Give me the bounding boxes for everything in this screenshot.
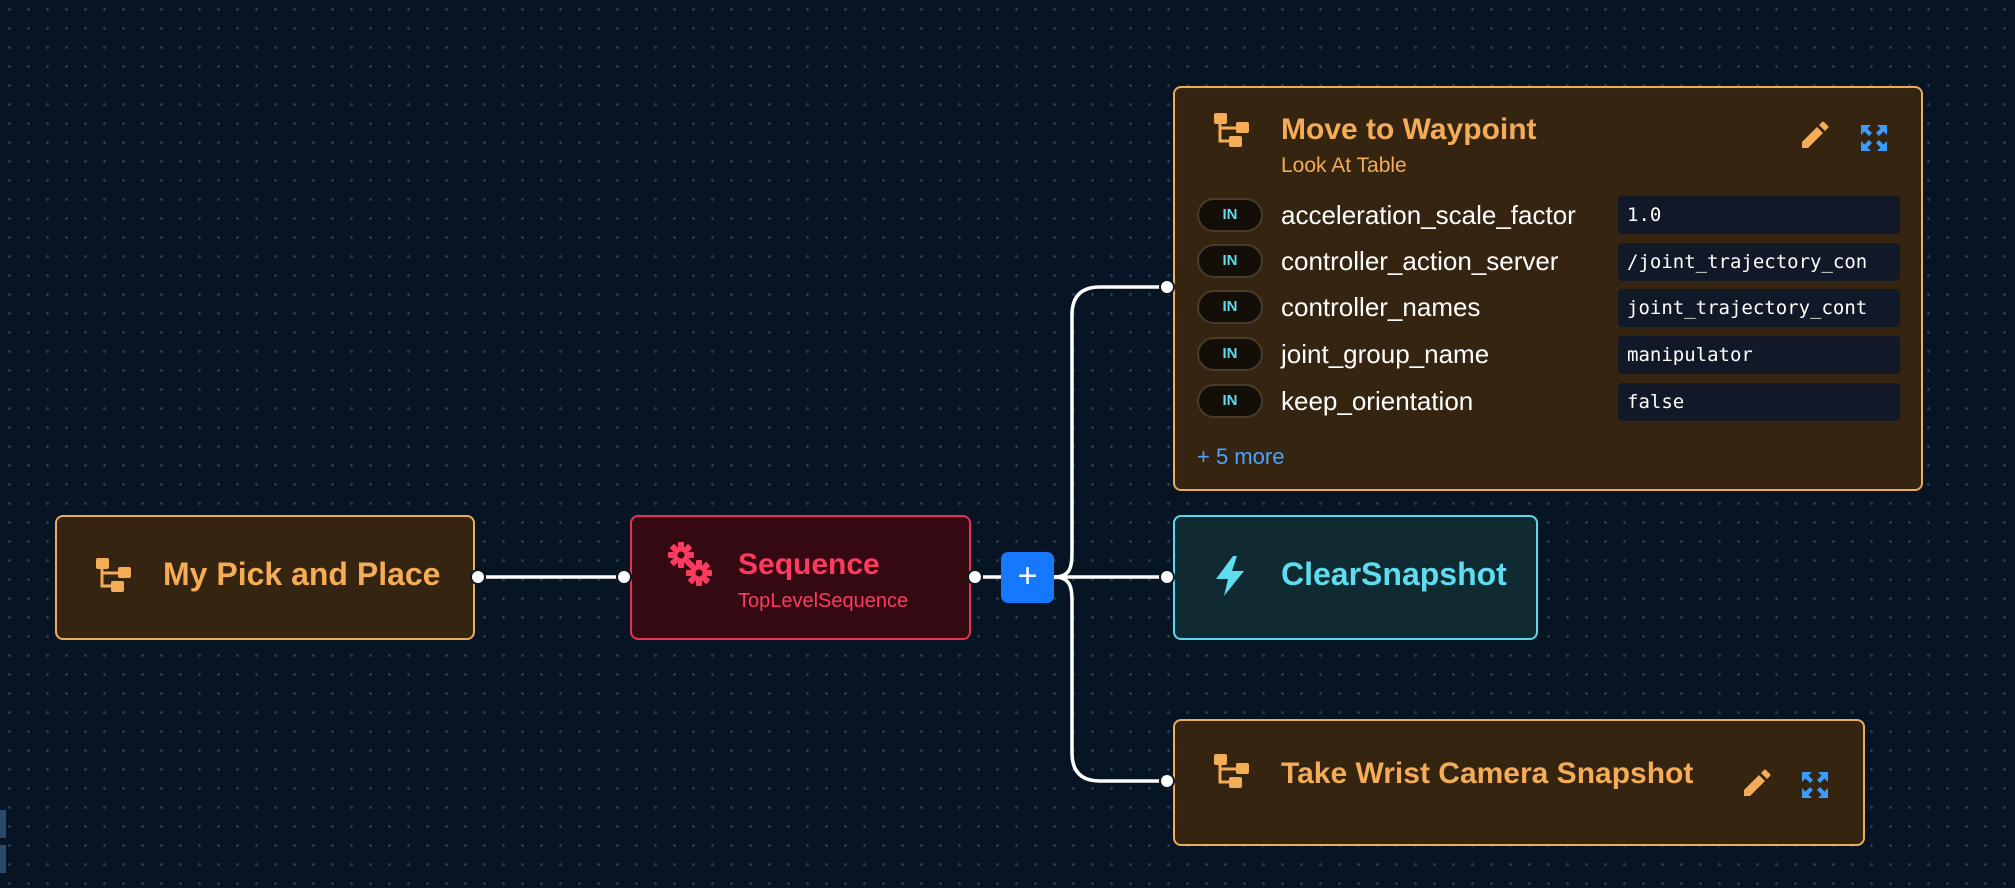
input-port[interactable] bbox=[1159, 773, 1175, 789]
in-badge: IN bbox=[1197, 337, 1263, 371]
in-badge: IN bbox=[1197, 198, 1263, 232]
pencil-icon[interactable] bbox=[1798, 120, 1830, 157]
gears-icon bbox=[667, 541, 713, 592]
node-my-pick-and-place[interactable]: My Pick and Place bbox=[55, 515, 475, 640]
expand-icon[interactable] bbox=[1859, 123, 1889, 158]
node-title: Take Wrist Camera Snapshot bbox=[1281, 757, 1694, 790]
node-move-to-waypoint[interactable]: Move to Waypoint Look At Table IN accele… bbox=[1173, 86, 1923, 491]
port-name: controller_action_server bbox=[1281, 246, 1559, 276]
node-title: Move to Waypoint bbox=[1281, 113, 1537, 146]
add-child-button[interactable]: + bbox=[1001, 552, 1054, 603]
port-value-field[interactable]: 1.0 bbox=[1618, 196, 1900, 234]
input-port[interactable] bbox=[616, 569, 632, 585]
node-title: Sequence bbox=[738, 548, 880, 581]
port-name: keep_orientation bbox=[1281, 386, 1474, 416]
tree-icon bbox=[95, 557, 133, 598]
expand-icon[interactable] bbox=[1800, 770, 1830, 805]
port-value-field[interactable]: manipulator bbox=[1618, 336, 1900, 374]
port-value-field[interactable]: false bbox=[1618, 383, 1900, 421]
output-port[interactable] bbox=[967, 569, 983, 585]
edge-marker bbox=[0, 845, 6, 873]
output-port[interactable] bbox=[470, 569, 486, 585]
input-port[interactable] bbox=[1159, 569, 1175, 585]
in-badge: IN bbox=[1197, 384, 1263, 418]
port-name: acceleration_scale_factor bbox=[1281, 200, 1576, 230]
show-more-link[interactable]: + 5 more bbox=[1197, 444, 1285, 469]
node-title: My Pick and Place bbox=[163, 556, 441, 592]
in-badge: IN bbox=[1197, 244, 1263, 278]
node-subtitle: Look At Table bbox=[1281, 154, 1407, 177]
port-value-field[interactable]: /joint_trajectory_con bbox=[1618, 243, 1900, 281]
node-title: ClearSnapshot bbox=[1281, 556, 1507, 592]
input-port[interactable] bbox=[1159, 279, 1175, 295]
tree-icon bbox=[1213, 753, 1251, 794]
edge-marker bbox=[0, 810, 6, 838]
port-value-field[interactable]: joint_trajectory_cont bbox=[1618, 289, 1900, 327]
tree-icon bbox=[1213, 112, 1251, 153]
node-clear-snapshot[interactable]: ClearSnapshot bbox=[1173, 515, 1538, 640]
in-badge: IN bbox=[1197, 290, 1263, 324]
lightning-icon bbox=[1213, 555, 1247, 602]
node-subtitle: TopLevelSequence bbox=[738, 590, 909, 612]
port-name: joint_group_name bbox=[1281, 339, 1490, 369]
node-take-wrist-camera-snapshot[interactable]: Take Wrist Camera Snapshot bbox=[1173, 719, 1865, 846]
node-sequence[interactable]: Sequence TopLevelSequence bbox=[630, 515, 971, 640]
pencil-icon[interactable] bbox=[1740, 768, 1772, 805]
port-name: controller_names bbox=[1281, 292, 1481, 322]
